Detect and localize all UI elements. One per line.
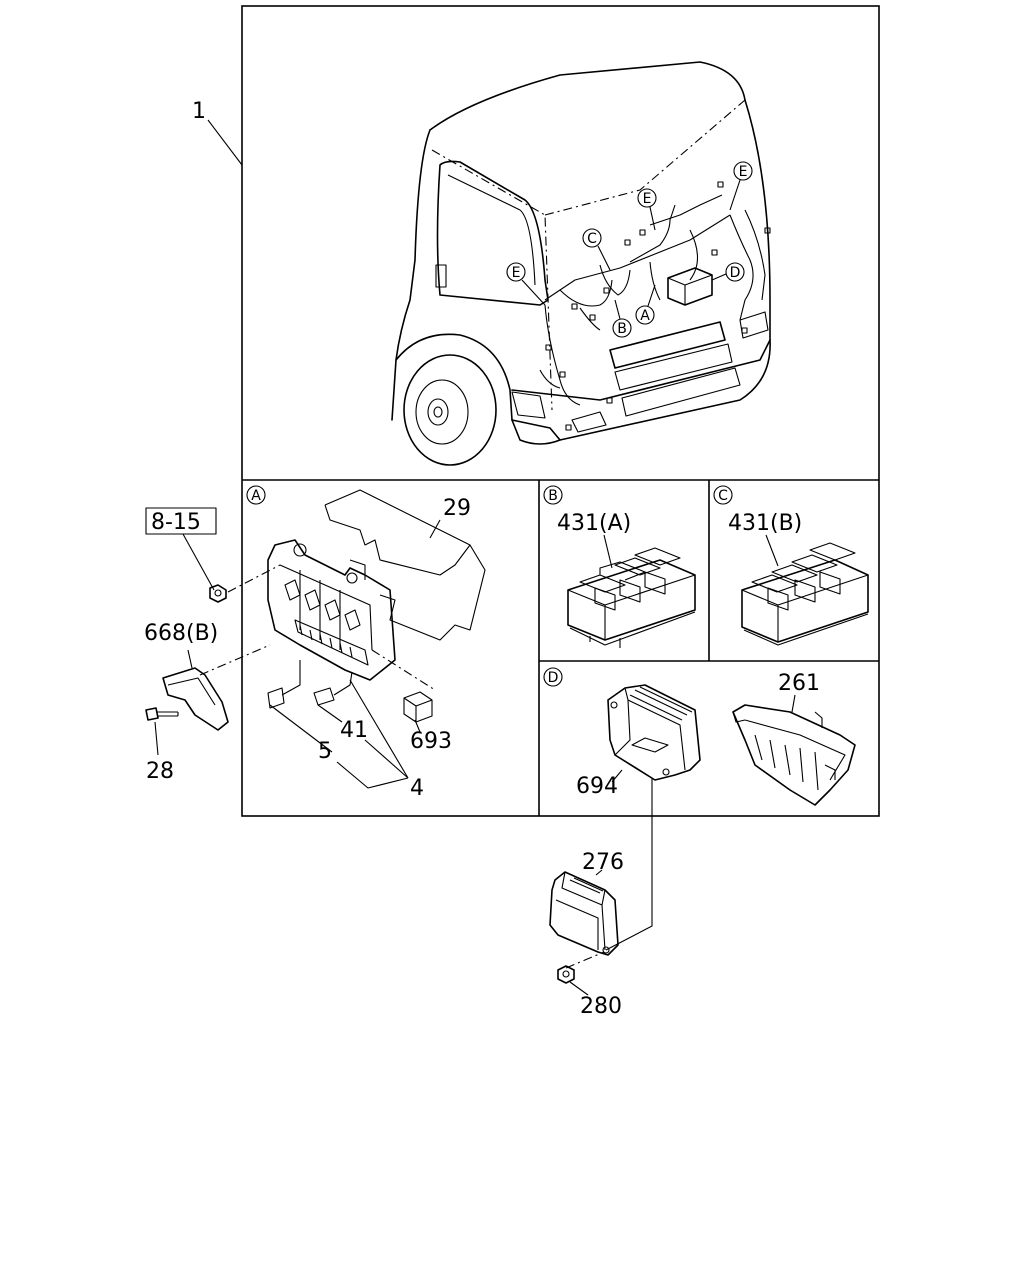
- label-part-693: 693: [410, 729, 452, 754]
- cover-261-illustration: [732, 694, 856, 806]
- cab-callout-a: A: [640, 308, 650, 324]
- label-part-28: 28: [146, 759, 174, 784]
- label-part-694: 694: [576, 774, 618, 799]
- label-part-4: 4: [410, 776, 424, 801]
- ecu-276-illustration: [549, 871, 619, 956]
- section-d-letter: D: [548, 670, 559, 686]
- cab-callout-b: B: [617, 321, 627, 337]
- label-part-41: 41: [340, 718, 368, 743]
- label-part-431b: 431(B): [728, 511, 802, 536]
- label-reference: 8-15: [151, 510, 201, 535]
- section-c-letter: C: [718, 488, 728, 504]
- cab-callout-e-right: E: [739, 164, 748, 180]
- relay-431b-illustration: [741, 534, 869, 646]
- cab-callout-c: C: [587, 231, 597, 247]
- main-frame: [241, 5, 880, 817]
- label-part-280: 280: [580, 994, 622, 1019]
- section-d-marker: [543, 667, 563, 687]
- label-part-1: 1: [192, 99, 206, 124]
- leader-276: [595, 869, 603, 876]
- cab-callout-e-left: E: [512, 265, 521, 281]
- leader-280: [569, 981, 589, 996]
- connector-line-276: [605, 778, 653, 951]
- cab-callout-e-center: E: [643, 191, 652, 207]
- label-part-29: 29: [443, 496, 471, 521]
- section-b-letter: B: [548, 488, 558, 504]
- bracket-illustration: [162, 649, 229, 731]
- leader-ref: [182, 533, 215, 591]
- relay-431a-illustration: [567, 534, 696, 648]
- leader-1: [207, 119, 243, 166]
- flange-nut-icon: [557, 965, 575, 984]
- label-part-276: 276: [582, 850, 624, 875]
- section-b-marker: [543, 485, 563, 505]
- label-part-5: 5: [318, 739, 332, 764]
- bolt-icon: [145, 707, 179, 721]
- cab-callout-d: D: [730, 265, 741, 281]
- truck-cab-illustration: [391, 61, 771, 466]
- label-part-261: 261: [778, 671, 820, 696]
- label-part-668b: 668(B): [144, 621, 218, 646]
- section-a-marker: [246, 485, 266, 505]
- ecu-694-illustration: [607, 684, 701, 783]
- nut-icon: [209, 584, 227, 603]
- label-part-431a: 431(A): [557, 511, 631, 536]
- relay-box-illustration: [199, 489, 486, 789]
- section-c-marker: [713, 485, 733, 505]
- leader-28: [154, 721, 159, 756]
- section-a-letter: A: [251, 488, 261, 504]
- reference-box: [145, 507, 217, 535]
- nut-leader-dash: [565, 951, 605, 969]
